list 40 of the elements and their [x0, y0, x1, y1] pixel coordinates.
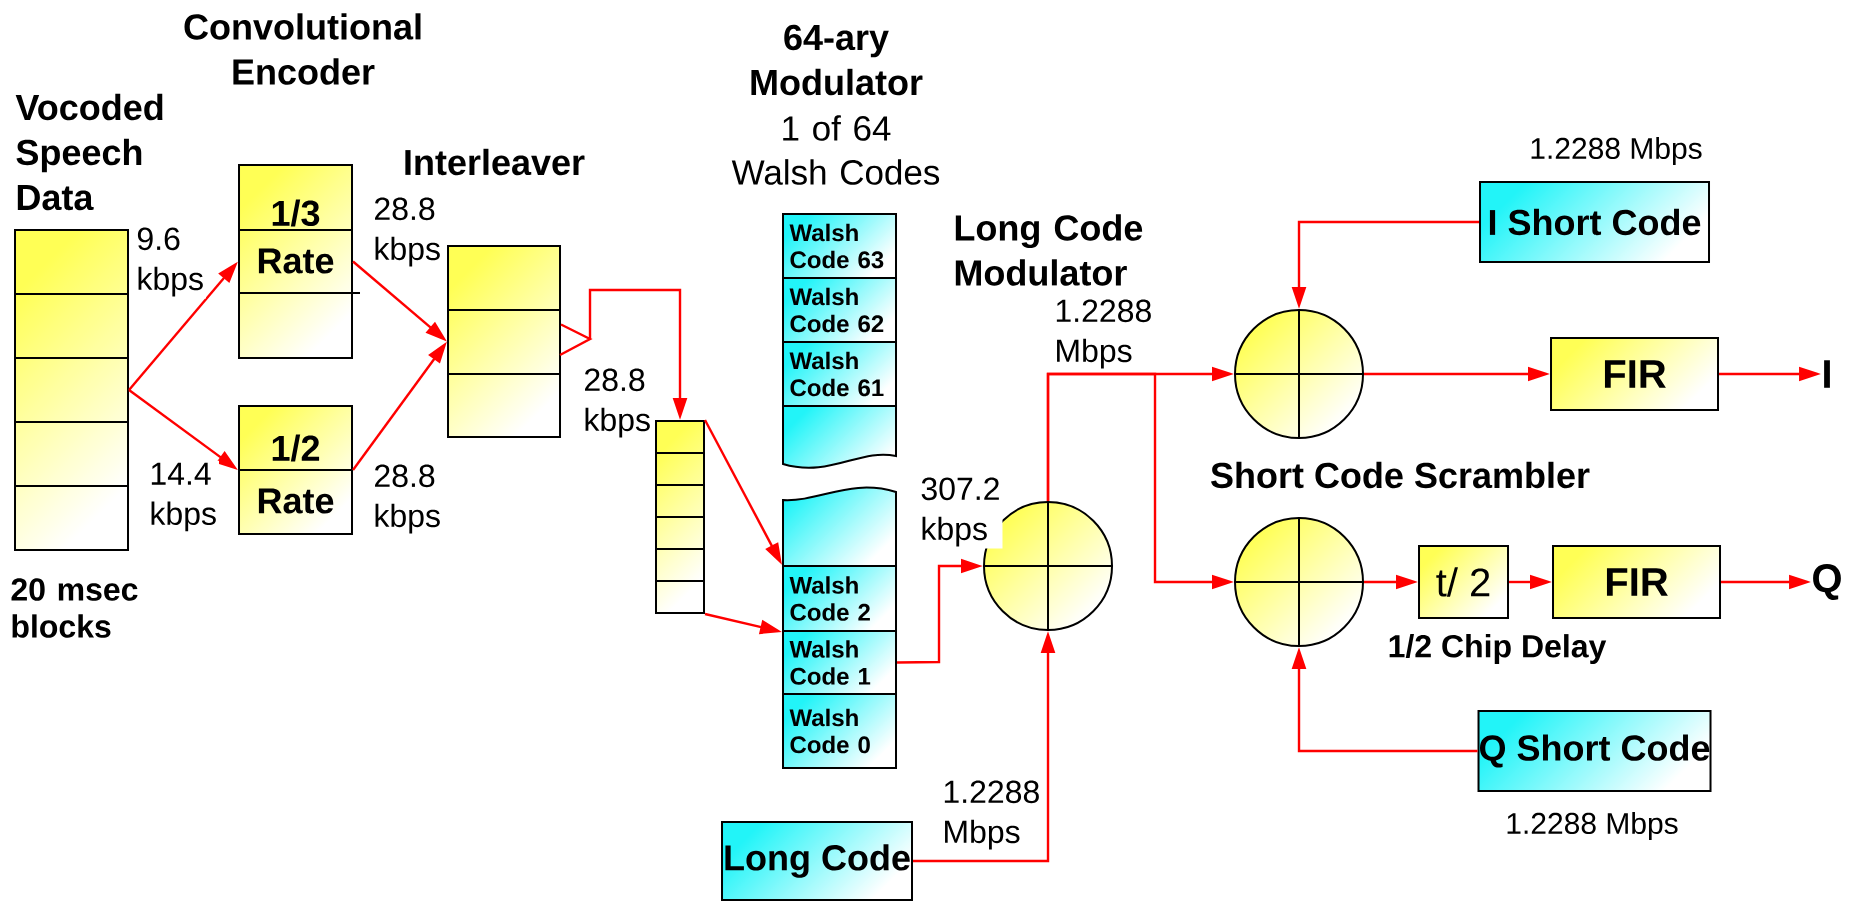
edge-label: 9.6 kbps — [134, 225, 206, 299]
node-label: 20 msec blocks — [11, 578, 138, 638]
edge-label: 28.8 kbps — [371, 462, 443, 536]
node-label: 1.2288 Mbps — [1531, 137, 1702, 165]
walsh-code-cell: Walsh Code 61 — [782, 341, 897, 407]
code-box: I Short Code — [1479, 181, 1710, 263]
heading: Short Code Scrambler — [1211, 461, 1590, 489]
edge-label: 307.2 kbps — [918, 475, 1003, 549]
edge-label: 1.2288 Mbps — [940, 778, 1043, 852]
node-label: 1.2288 Mbps — [1507, 812, 1678, 840]
encoder-box: 1/2 Rate — [238, 405, 353, 535]
heading: 64-ary Modulator — [751, 24, 923, 96]
walsh-code-cell: Walsh Code 2 — [782, 565, 897, 632]
delay-box: t/ 2 — [1418, 545, 1509, 619]
edge-label: 28.8 kbps — [581, 366, 653, 440]
torn-cell — [782, 405, 897, 469]
heading: 1 of 64 Walsh Codes — [731, 115, 940, 185]
code-box: Long Code — [721, 821, 913, 901]
output-label: I — [1824, 360, 1830, 388]
heading: Interleaver — [405, 148, 585, 176]
mixer-circle — [1233, 308, 1365, 440]
code-box: Q Short Code — [1477, 710, 1712, 792]
walsh-code-cell: Walsh Code 63 — [782, 213, 897, 279]
heading: Convolutional Encoder — [184, 13, 421, 85]
heading: Vocoded Speech Data — [15, 93, 163, 211]
heading: Long Code Modulator — [955, 214, 1143, 286]
walsh-code-cell: Walsh Code 1 — [782, 630, 897, 695]
encoder-box: 1/3 Rate — [238, 164, 361, 359]
node-label: 1/2 Chip Delay — [1389, 634, 1607, 664]
edge-label: 28.8 kbps — [371, 195, 443, 269]
edge-label: 1.2288 Mbps — [1052, 297, 1155, 371]
walsh-code-cell: Walsh Code 62 — [782, 277, 897, 343]
torn-cell — [782, 486, 897, 567]
filter-box: FIR — [1552, 545, 1721, 619]
edge-label: 14.4 kbps — [147, 460, 219, 534]
walsh-code-cell: Walsh Code 0 — [782, 693, 897, 769]
symbol-stack — [655, 420, 705, 614]
output-label: Q — [1813, 564, 1841, 600]
mixer-circle — [1233, 516, 1365, 648]
filter-box: FIR — [1550, 337, 1719, 411]
